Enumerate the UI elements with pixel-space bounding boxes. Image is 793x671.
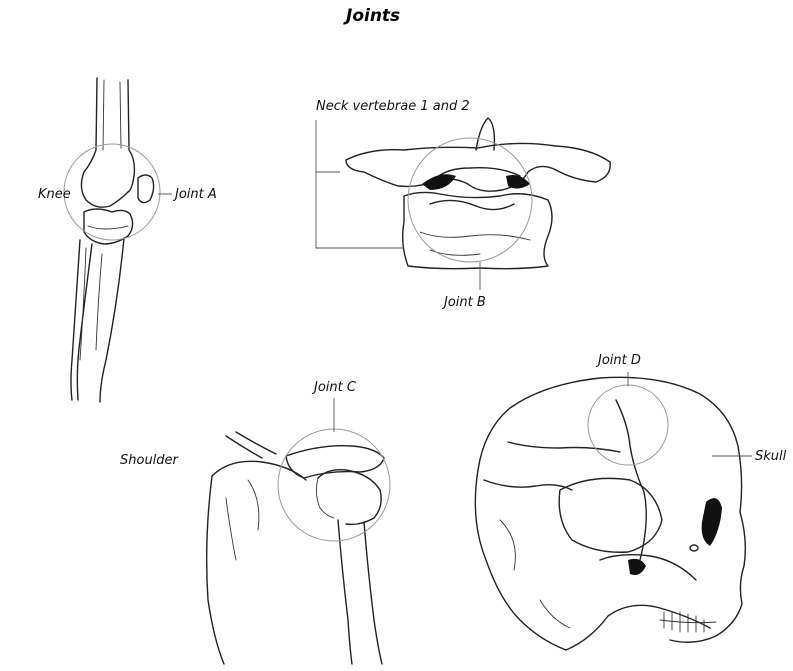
skull-illustration <box>475 372 752 650</box>
joint-d-circle <box>588 385 668 465</box>
label-neck-vertebrae: Neck vertebrae 1 and 2 <box>316 100 470 113</box>
joint-b-circle <box>408 138 532 262</box>
joint-a-circle <box>64 144 160 240</box>
label-shoulder: Shoulder <box>120 454 178 467</box>
label-joint-c: Joint C <box>314 381 356 394</box>
label-joint-b: Joint B <box>444 296 486 309</box>
label-knee: Knee <box>38 188 71 201</box>
label-joint-d: Joint D <box>598 354 641 367</box>
label-joint-a: Joint A <box>175 188 217 201</box>
label-skull: Skull <box>755 450 786 463</box>
shoulder-illustration <box>207 398 390 664</box>
knee-illustration <box>64 78 172 402</box>
neck-vertebrae-illustration <box>316 118 610 290</box>
